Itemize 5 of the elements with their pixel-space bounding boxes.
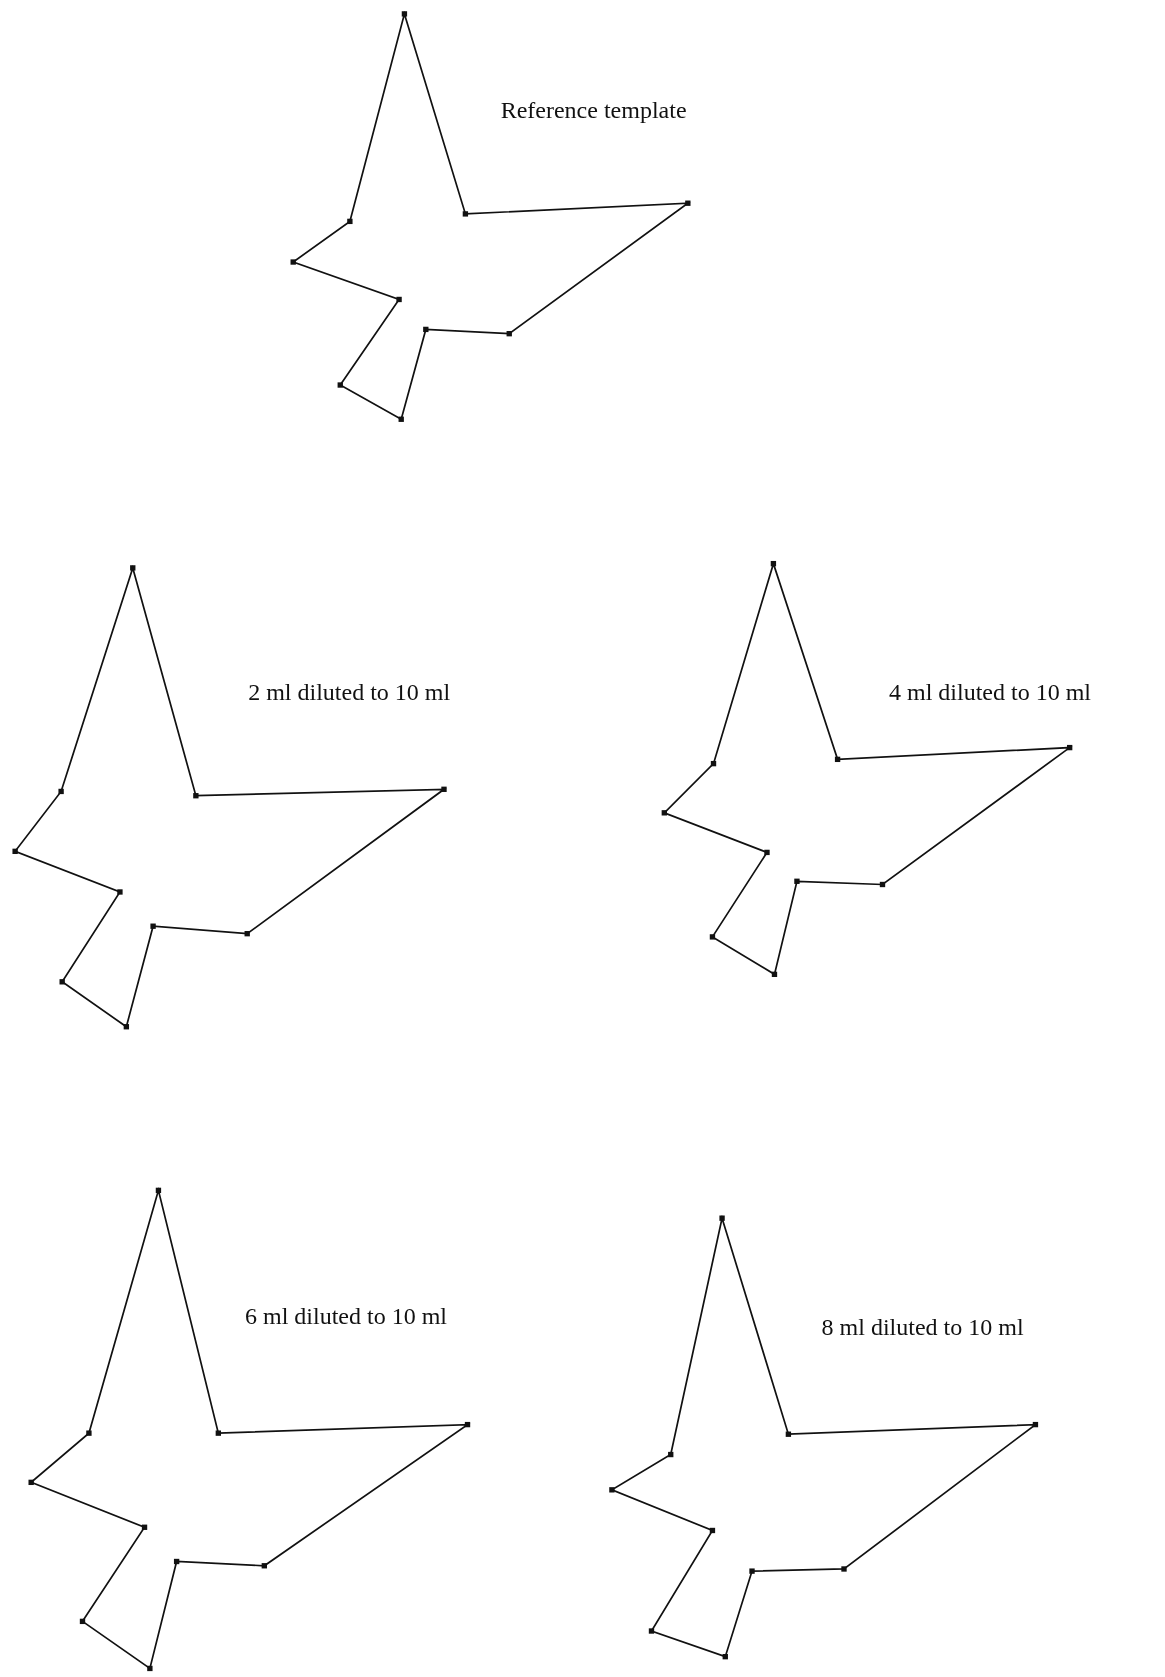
panel-label: 6 ml diluted to 10 ml — [244, 1304, 447, 1329]
panel-label: 2 ml diluted to 10 ml — [248, 680, 451, 705]
panel-label: Reference template — [500, 98, 687, 123]
panel-label: 4 ml diluted to 10 ml — [889, 680, 1091, 705]
panel-label: 8 ml diluted to 10 ml — [821, 1314, 1024, 1339]
